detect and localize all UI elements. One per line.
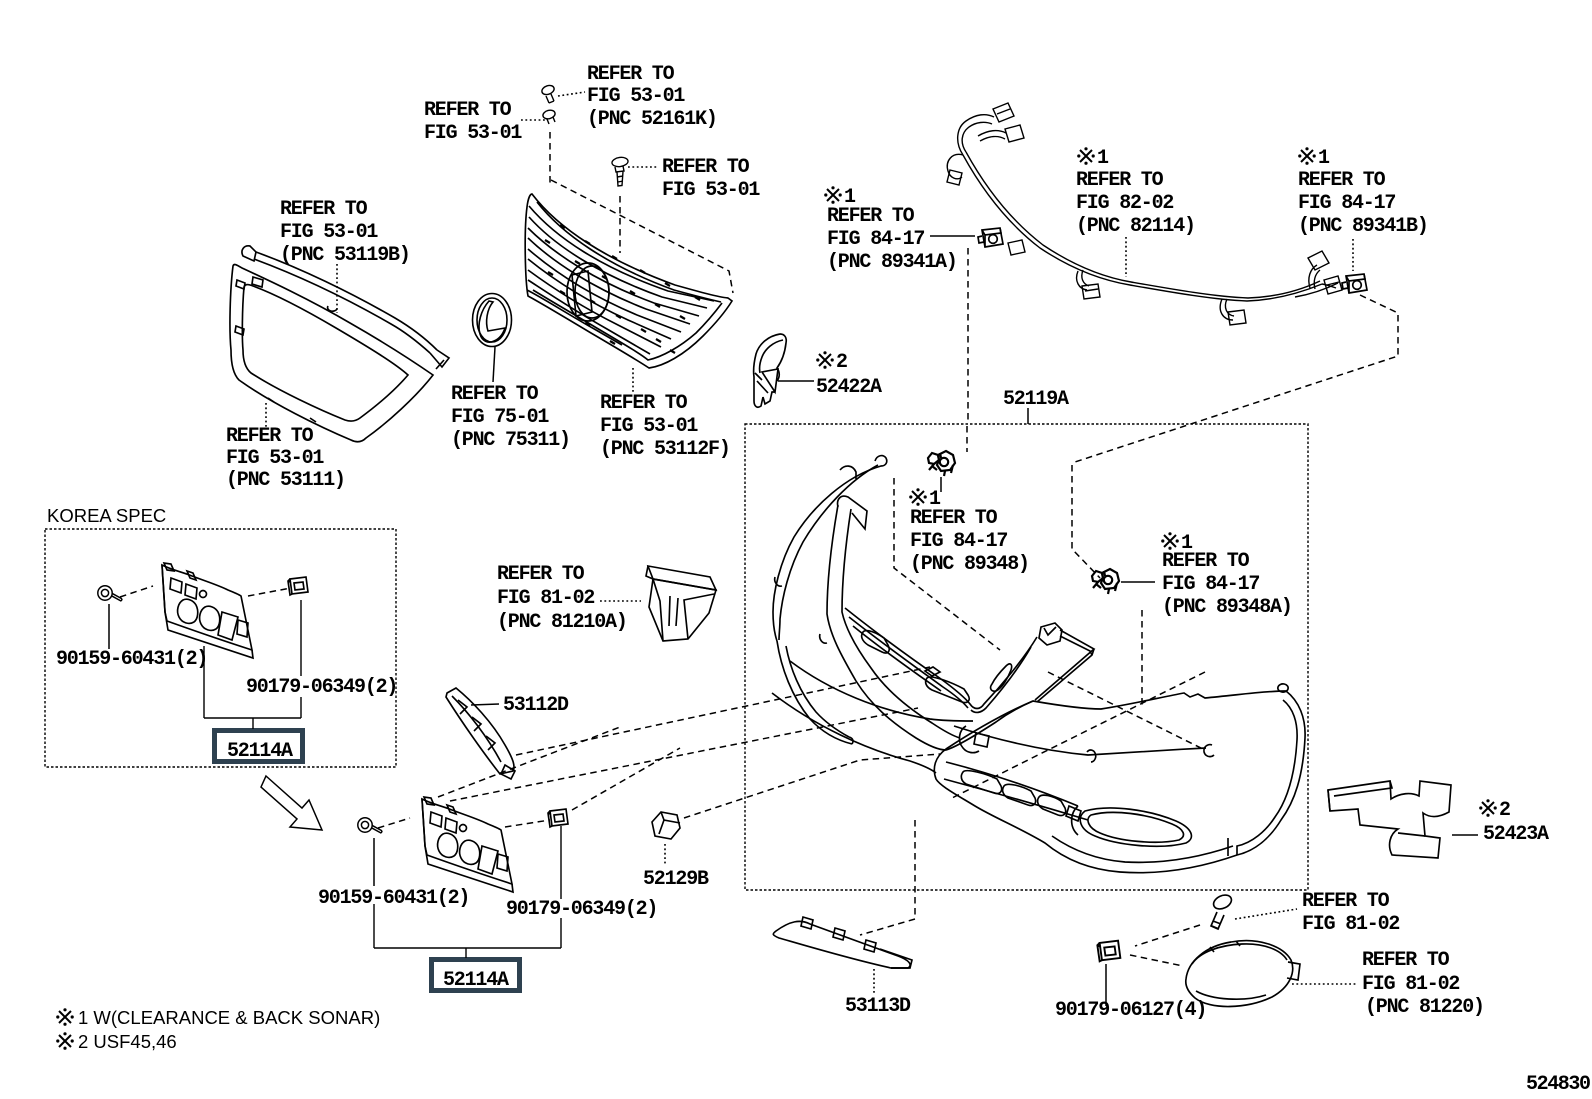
svg-text:52114A: 52114A: [443, 969, 509, 992]
svg-text:1: 1: [844, 186, 856, 209]
svg-text:REFER TO: REFER TO: [600, 392, 688, 415]
svg-text:REFER TO: REFER TO: [280, 198, 368, 221]
svg-text:52114A: 52114A: [227, 740, 293, 763]
svg-text:90179-06127(4): 90179-06127(4): [1055, 999, 1206, 1022]
svg-text:1 W(CLEARANCE & BACK SONAR): 1 W(CLEARANCE & BACK SONAR): [78, 1007, 380, 1028]
svg-text:(PNC 81210A): (PNC 81210A): [497, 611, 627, 634]
svg-text:90159-60431(2): 90159-60431(2): [56, 648, 207, 671]
svg-text:(PNC 89348A): (PNC 89348A): [1162, 596, 1292, 619]
svg-text:REFER TO: REFER TO: [662, 156, 750, 179]
svg-text:REFER TO: REFER TO: [827, 205, 915, 228]
svg-text:REFER TO: REFER TO: [1302, 890, 1390, 913]
svg-text:(PNC 52161K): (PNC 52161K): [587, 108, 717, 131]
svg-text:REFER TO: REFER TO: [1162, 550, 1250, 573]
svg-text:REFER TO: REFER TO: [1076, 169, 1164, 192]
svg-text:52129B: 52129B: [643, 868, 709, 891]
svg-text:1: 1: [1318, 147, 1330, 170]
svg-text:52119A: 52119A: [1003, 388, 1069, 411]
svg-text:FIG 75-01: FIG 75-01: [451, 406, 549, 429]
svg-text:FIG 84-17: FIG 84-17: [910, 530, 1007, 553]
svg-text:FIG 82-02: FIG 82-02: [1076, 192, 1173, 215]
svg-text:FIG 53-01: FIG 53-01: [226, 447, 324, 470]
svg-text:90159-60431(2): 90159-60431(2): [318, 887, 469, 910]
svg-text:FIG 84-17: FIG 84-17: [827, 228, 924, 251]
svg-text:REFER TO: REFER TO: [424, 99, 512, 122]
svg-text:(PNC 75311): (PNC 75311): [451, 429, 570, 452]
svg-text:2: 2: [836, 351, 847, 374]
svg-text:(PNC 53111): (PNC 53111): [226, 469, 345, 492]
svg-text:FIG 53-01: FIG 53-01: [280, 221, 378, 244]
svg-text:REFER TO: REFER TO: [910, 507, 998, 530]
svg-text:53112D: 53112D: [503, 694, 569, 717]
svg-text:(PNC 81220): (PNC 81220): [1365, 996, 1484, 1019]
svg-text:2: 2: [1499, 799, 1510, 822]
svg-text:52423A: 52423A: [1483, 823, 1549, 846]
svg-text:REFER TO: REFER TO: [1362, 949, 1450, 972]
svg-text:FIG 53-01: FIG 53-01: [424, 122, 522, 145]
svg-text:(PNC 89341A): (PNC 89341A): [827, 251, 957, 274]
svg-text:KOREA SPEC: KOREA SPEC: [47, 505, 166, 526]
svg-text:FIG 53-01: FIG 53-01: [662, 179, 760, 202]
svg-text:1: 1: [1097, 147, 1109, 170]
svg-text:FIG 81-02: FIG 81-02: [1302, 913, 1399, 936]
svg-text:FIG 81-02: FIG 81-02: [497, 587, 594, 610]
svg-text:(PNC 53112F): (PNC 53112F): [600, 438, 730, 461]
svg-text:1: 1: [1181, 532, 1193, 555]
svg-text:FIG 81-02: FIG 81-02: [1362, 973, 1459, 996]
svg-text:REFER TO: REFER TO: [587, 63, 675, 86]
svg-text:REFER TO: REFER TO: [226, 425, 314, 448]
svg-text:52422A: 52422A: [816, 376, 882, 399]
svg-text:FIG 53-01: FIG 53-01: [600, 415, 698, 438]
svg-text:(PNC 89341B): (PNC 89341B): [1298, 215, 1428, 238]
svg-text:FIG 84-17: FIG 84-17: [1162, 573, 1259, 596]
svg-text:REFER TO: REFER TO: [1298, 169, 1386, 192]
svg-text:1: 1: [929, 488, 941, 511]
svg-text:90179-06349(2): 90179-06349(2): [506, 898, 657, 921]
svg-text:REFER TO: REFER TO: [451, 383, 539, 406]
svg-text:FIG 84-17: FIG 84-17: [1298, 192, 1395, 215]
svg-text:2 USF45,46: 2 USF45,46: [78, 1031, 177, 1052]
svg-text:(PNC 89348): (PNC 89348): [910, 553, 1029, 576]
svg-text:53113D: 53113D: [845, 995, 911, 1018]
svg-text:90179-06349(2): 90179-06349(2): [246, 676, 397, 699]
svg-text:FIG 53-01: FIG 53-01: [587, 85, 685, 108]
svg-text:524830: 524830: [1526, 1073, 1590, 1096]
svg-text:REFER TO: REFER TO: [497, 563, 585, 586]
svg-text:(PNC 53119B): (PNC 53119B): [280, 244, 410, 267]
svg-text:(PNC 82114): (PNC 82114): [1076, 215, 1195, 238]
